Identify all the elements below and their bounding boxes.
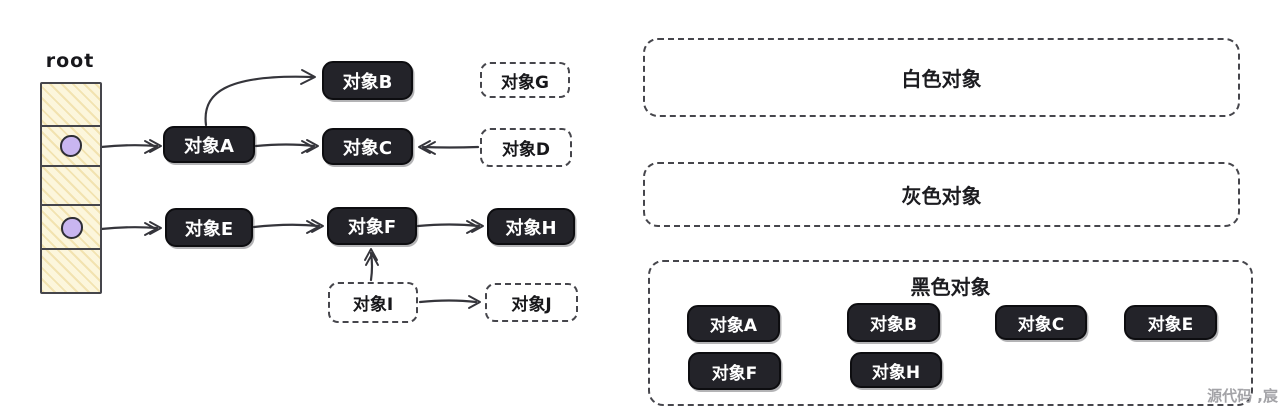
root-pointer-dot-1 — [60, 135, 82, 157]
region-white-title: 白色对象 — [901, 67, 982, 91]
black-member-object-h: 对象H — [850, 352, 942, 388]
root-slot-5 — [42, 250, 100, 292]
node-object-j: 对象J — [485, 283, 578, 322]
arrow-a-to-c — [254, 139, 319, 154]
root-label: root — [45, 50, 95, 72]
arrow-f-to-h — [416, 219, 484, 234]
black-member-object-a: 对象A — [687, 305, 780, 342]
arrow-a-to-b — [204, 69, 316, 127]
arrow-i-to-f — [364, 248, 379, 282]
node-object-f: 对象F — [327, 207, 417, 245]
root-slot-2 — [42, 127, 100, 167]
root-slot-3 — [42, 167, 100, 206]
node-object-c: 对象C — [322, 128, 413, 165]
node-object-e: 对象E — [165, 208, 253, 247]
region-gray-title: 灰色对象 — [901, 184, 982, 208]
arrow-d-to-c — [418, 140, 480, 155]
black-member-object-f: 对象F — [688, 352, 781, 390]
node-object-i: 对象I — [328, 282, 418, 323]
root-pointer-dot-2 — [61, 217, 83, 239]
node-object-h: 对象H — [487, 208, 575, 245]
node-object-g: 对象G — [480, 62, 570, 98]
node-object-a: 对象A — [163, 126, 255, 163]
root-stack — [40, 82, 102, 294]
black-member-object-c: 对象C — [995, 305, 1087, 340]
arrow-root-to-a — [99, 139, 162, 154]
arrow-i-to-j — [418, 295, 481, 309]
black-member-object-b: 对象B — [847, 303, 940, 342]
node-object-d: 对象D — [480, 128, 572, 167]
region-black-objects: 黑色对象 — [648, 260, 1253, 406]
region-white-objects: 白色对象 — [643, 38, 1240, 117]
region-black-title: 黑色对象 — [910, 275, 991, 299]
region-gray-objects: 灰色对象 — [643, 162, 1240, 227]
node-object-b: 对象B — [322, 61, 413, 100]
watermark: 源代码 ,宸 — [1207, 387, 1278, 405]
arrow-root-to-e — [99, 221, 162, 236]
root-slot-4 — [42, 206, 100, 250]
root-slot-1 — [42, 84, 100, 127]
black-member-object-e: 对象E — [1124, 305, 1217, 340]
arrow-e-to-f — [252, 219, 324, 234]
